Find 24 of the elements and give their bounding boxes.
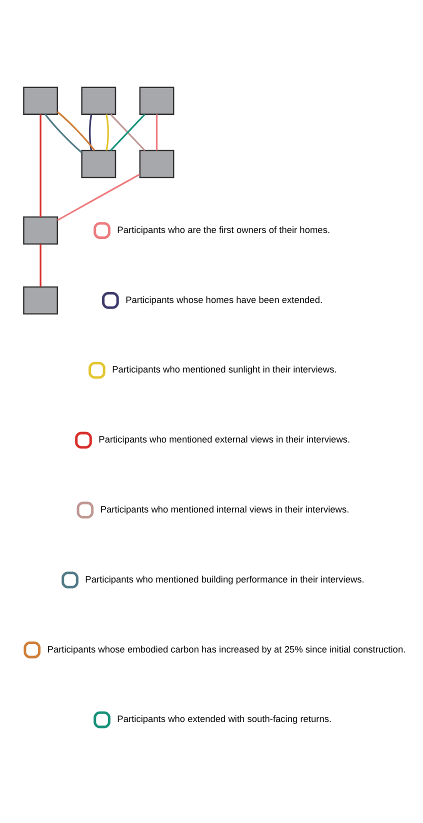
connector [106,114,109,150]
legend-label: Participants whose embodied carbon has increased by at 25% since initial construction. [47,644,406,654]
legend-label: Participants who mentioned internal views in their interviews. [100,504,350,514]
node-box [23,286,58,314]
connector [110,113,146,151]
connector [156,114,158,150]
legend-label: Participants who mentioned building performance in their interviews. [85,574,364,584]
node-box [139,149,174,178]
connector [56,110,96,150]
node-box [23,86,58,114]
connector [57,173,140,220]
legend-label: Participants who mentioned sunlight in their interviews. [112,364,337,374]
connector [40,114,42,216]
node-box [81,149,116,178]
legend-label: Participants who extended with south-facing returns. [117,714,332,724]
legend-label: Participants who are the first owners of their homes. [117,224,330,234]
connector [88,114,92,150]
node-box [81,86,116,114]
connector [40,244,42,286]
legend-label: Participants whose homes have been extended. [126,294,323,304]
node-box [139,86,174,114]
node-box [23,216,58,244]
legend-label: Participants who mentioned external views in their interviews. [98,434,350,444]
connector [44,113,82,153]
